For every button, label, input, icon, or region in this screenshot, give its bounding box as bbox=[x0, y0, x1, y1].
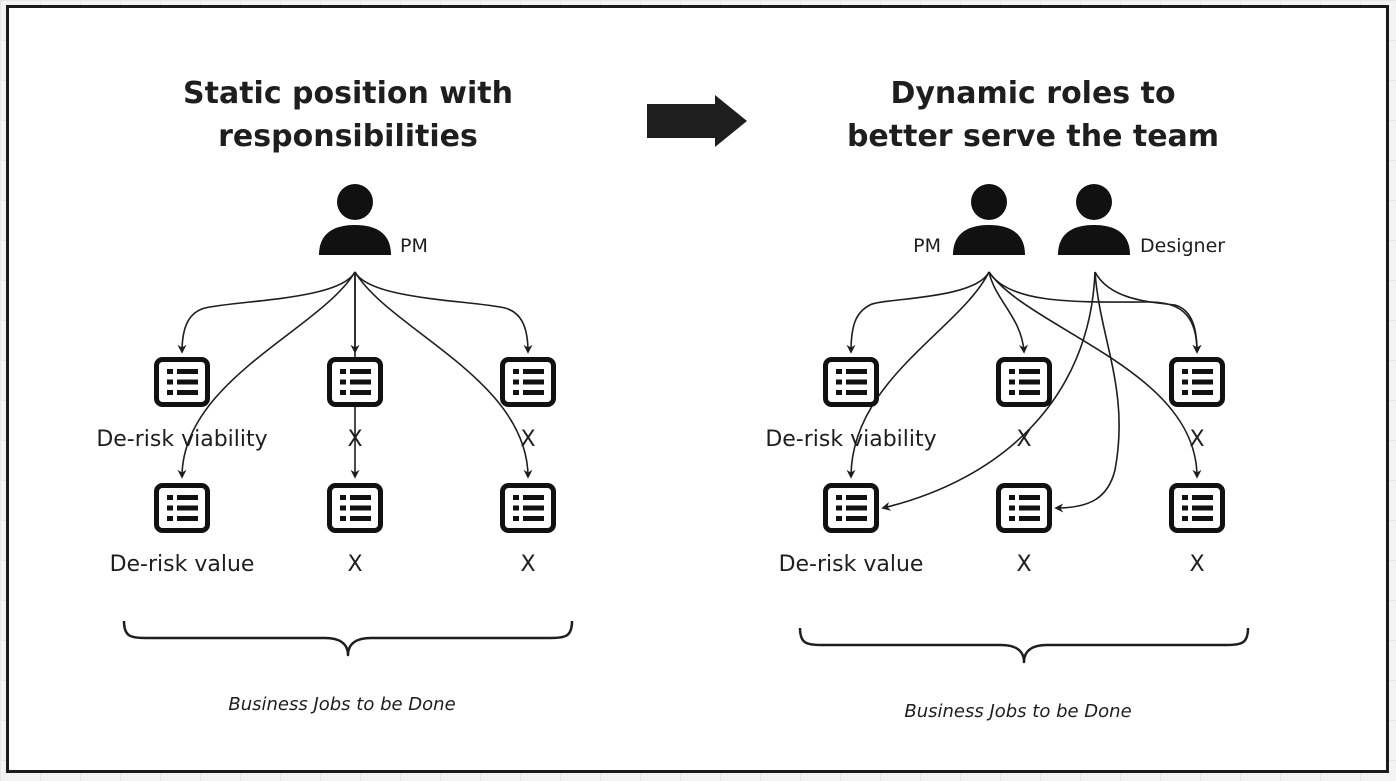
list-icon bbox=[999, 360, 1050, 405]
task-label: De-risk viability bbox=[765, 427, 936, 452]
task-label: X bbox=[520, 552, 535, 577]
list-icon bbox=[999, 486, 1050, 531]
task-label: X bbox=[1189, 552, 1204, 577]
right-title-line1: Dynamic roles to bbox=[890, 76, 1175, 111]
person-icon bbox=[319, 184, 391, 255]
left-title-line2: responsibilities bbox=[218, 119, 478, 154]
right-panel: Dynamic roles to better serve the team P… bbox=[765, 76, 1250, 722]
left-panel: Static position with responsibilities PM… bbox=[96, 76, 574, 715]
task-label: De-risk value bbox=[110, 552, 255, 577]
left-footer: Business Jobs to be Done bbox=[228, 694, 455, 715]
list-icon bbox=[157, 360, 208, 405]
list-icon bbox=[826, 360, 877, 405]
designer-label: Designer bbox=[1140, 235, 1225, 257]
task-label: X bbox=[1016, 552, 1031, 577]
person-icon bbox=[1058, 184, 1130, 255]
task-label: X bbox=[347, 427, 362, 452]
task-label: X bbox=[347, 552, 362, 577]
task-label: X bbox=[1189, 427, 1204, 452]
task-label: De-risk value bbox=[779, 552, 924, 577]
right-footer: Business Jobs to be Done bbox=[904, 701, 1131, 722]
pm-label: PM bbox=[913, 235, 941, 257]
list-icon bbox=[1172, 486, 1223, 531]
task-label: X bbox=[1016, 427, 1031, 452]
curly-brace bbox=[798, 627, 1250, 664]
list-icon bbox=[503, 486, 554, 531]
left-title-line1: Static position with bbox=[183, 76, 513, 111]
right-connectors bbox=[846, 271, 1202, 513]
list-icon bbox=[503, 360, 554, 405]
person-icon bbox=[953, 184, 1025, 255]
list-icon bbox=[1172, 360, 1223, 405]
task-label: X bbox=[520, 427, 535, 452]
task-label: De-risk viability bbox=[96, 427, 267, 452]
right-title-line2: better serve the team bbox=[847, 119, 1219, 154]
list-icon bbox=[330, 360, 381, 405]
list-icon bbox=[330, 486, 381, 531]
list-icon bbox=[157, 486, 208, 531]
arrow-right-icon bbox=[647, 95, 747, 147]
pm-label: PM bbox=[400, 235, 428, 257]
curly-brace bbox=[122, 620, 574, 657]
list-icon bbox=[826, 486, 877, 531]
